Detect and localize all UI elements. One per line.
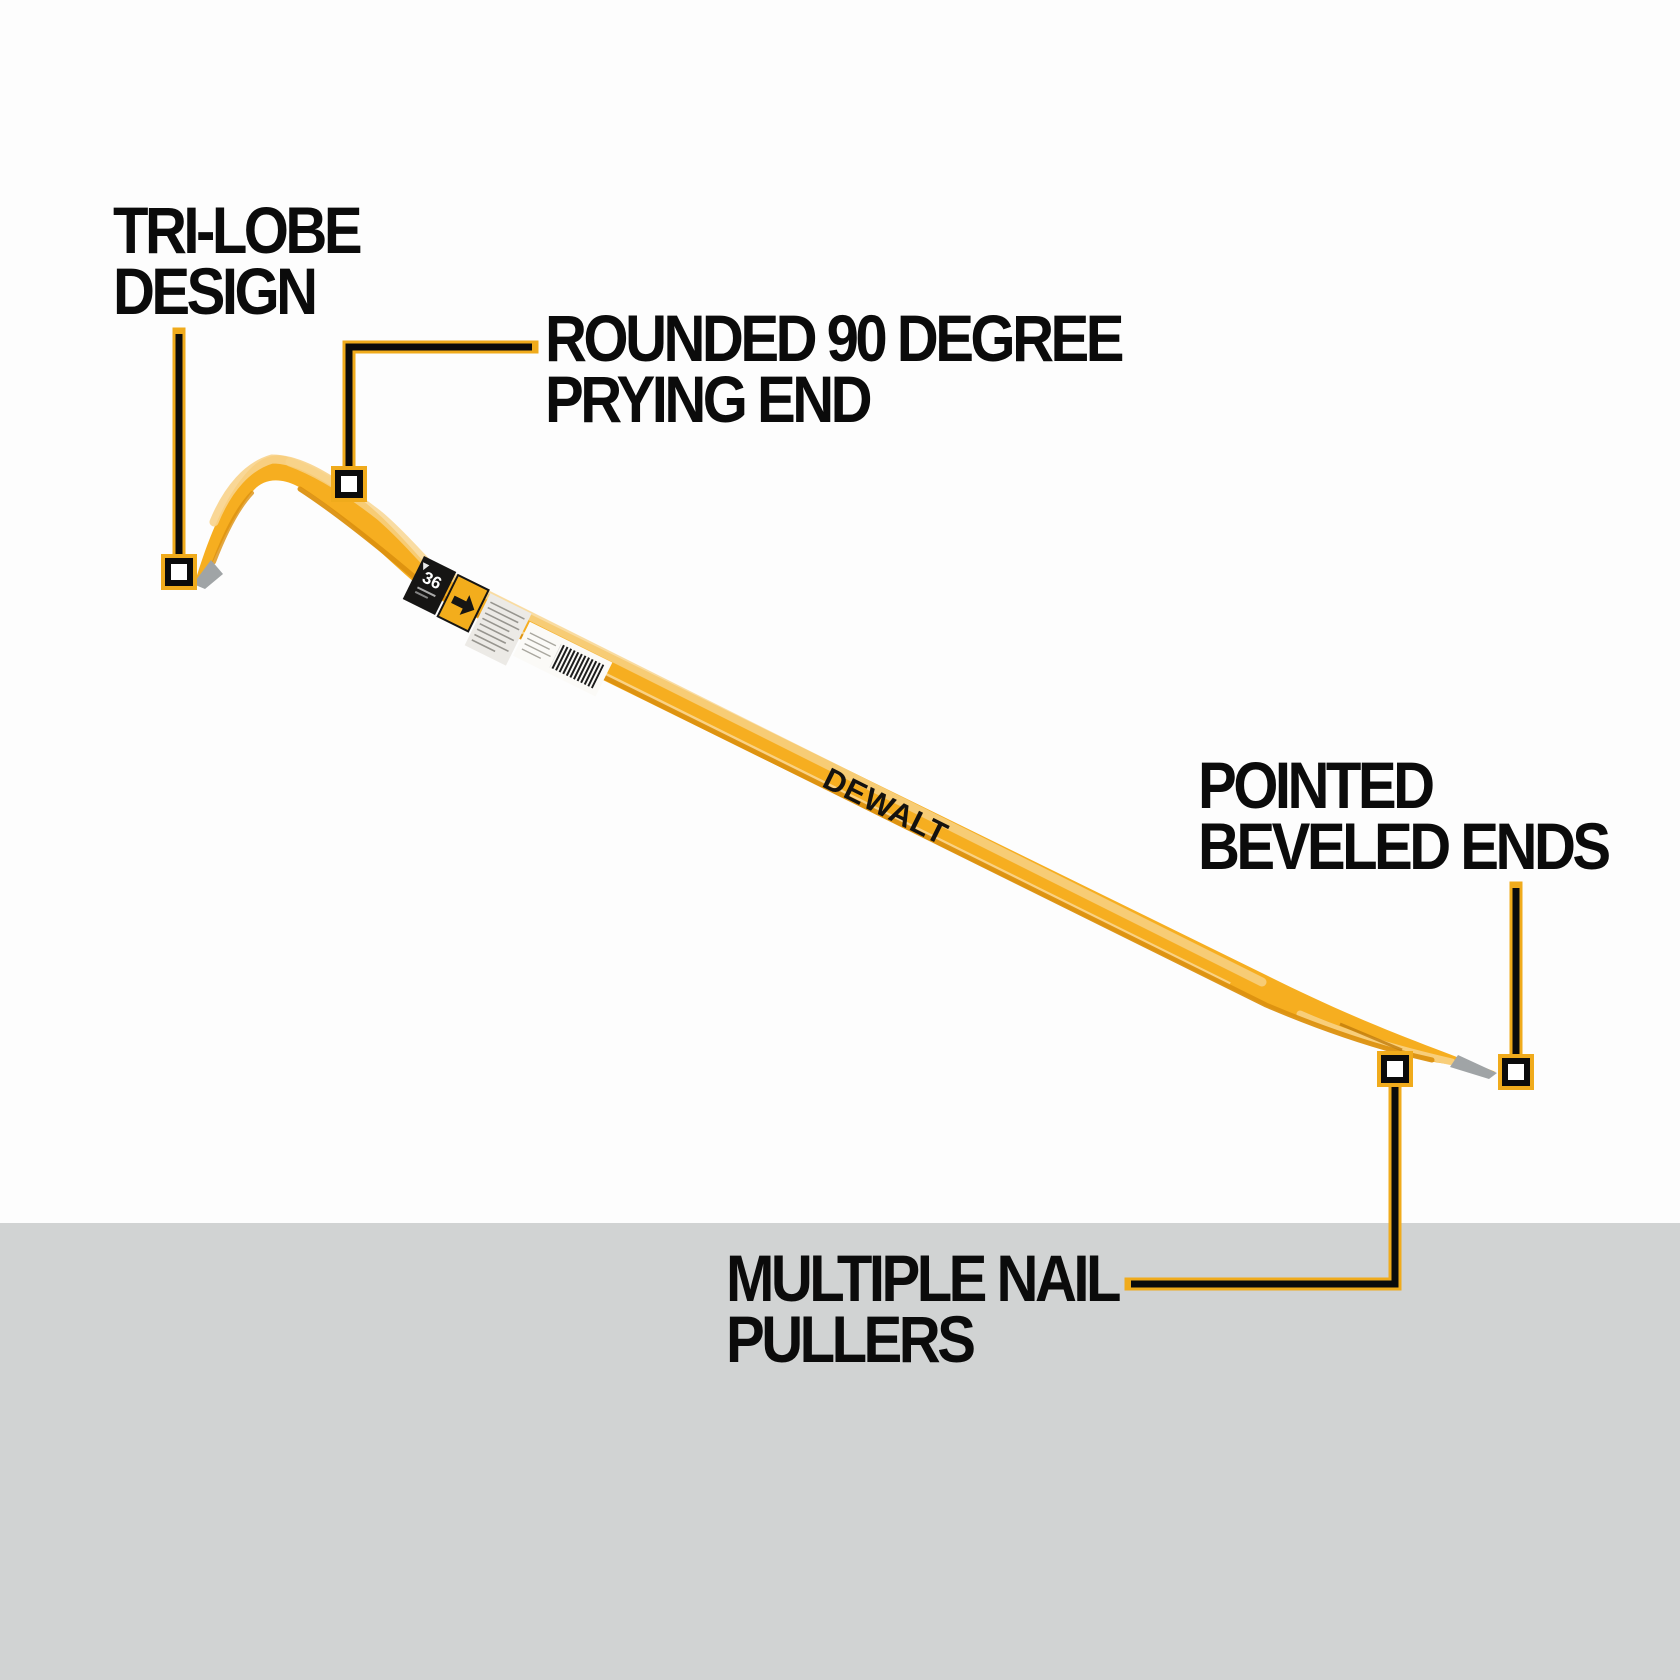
callout-label-line: TRI-LOBE — [113, 193, 363, 267]
bar-shadow-curl — [212, 491, 254, 564]
callout-label-line: BEVELED ENDS — [1198, 809, 1611, 883]
barcode-stripes — [549, 643, 605, 689]
callout-label-line: MULTIPLE NAIL — [726, 1241, 1121, 1315]
callout-line-prying-end — [345, 343, 532, 484]
floor-band — [0, 1223, 1680, 1680]
size-label-arrow-icon — [423, 562, 430, 571]
steel-tip-right — [1450, 1055, 1497, 1079]
fine-print-label — [464, 593, 532, 666]
bar-highlight-shaft — [285, 457, 1267, 987]
product-labels: 36 — [402, 556, 613, 697]
callout-line-prying-end-outline — [342, 340, 539, 491]
size-label-subtext-line — [416, 586, 436, 598]
callout-label-line: PULLERS — [726, 1302, 976, 1376]
size-label-subtext-line2 — [414, 590, 429, 599]
bar-gloss-line — [499, 620, 1231, 986]
barcode-label-text-lines — [521, 632, 557, 659]
bar-claw-notch — [1339, 1022, 1403, 1052]
callout-label-prying-end: ROUNDED 90 DEGREE PRYING END — [545, 301, 1124, 436]
callout-label-line: DESIGN — [113, 254, 318, 328]
fine-print-lines — [471, 601, 525, 653]
bar-shadow-edge — [297, 486, 1435, 1063]
callout-label-tri-lobe: TRI-LOBE DESIGN — [113, 193, 363, 328]
size-label-box — [402, 556, 457, 615]
callout-label-line: PRYING END — [545, 362, 873, 436]
steel-tip-left — [193, 560, 223, 589]
callout-label-line: POINTED — [1198, 748, 1435, 822]
callout-marker-beveled-ends — [1498, 1054, 1534, 1090]
callout-label-beveled-ends: POINTED BEVELED ENDS — [1198, 748, 1611, 883]
callout-marker-nail-pullers — [1377, 1051, 1413, 1087]
bar-highlight-tip — [1296, 1010, 1456, 1066]
callout-marker-prying-end — [331, 466, 367, 502]
callout-label-line: ROUNDED 90 DEGREE — [545, 301, 1124, 375]
callout-label-nail-pullers: MULTIPLE NAIL PULLERS — [726, 1241, 1121, 1376]
callout-lines — [172, 327, 1523, 1291]
callout-line-nail-pullers-outline — [1124, 1062, 1402, 1291]
arrow-label-icon — [451, 595, 475, 615]
brand-logo: DEWALT — [818, 761, 954, 852]
callout-marker-tri-lobe — [161, 554, 197, 590]
callout-line-nail-pullers — [1131, 1069, 1399, 1288]
